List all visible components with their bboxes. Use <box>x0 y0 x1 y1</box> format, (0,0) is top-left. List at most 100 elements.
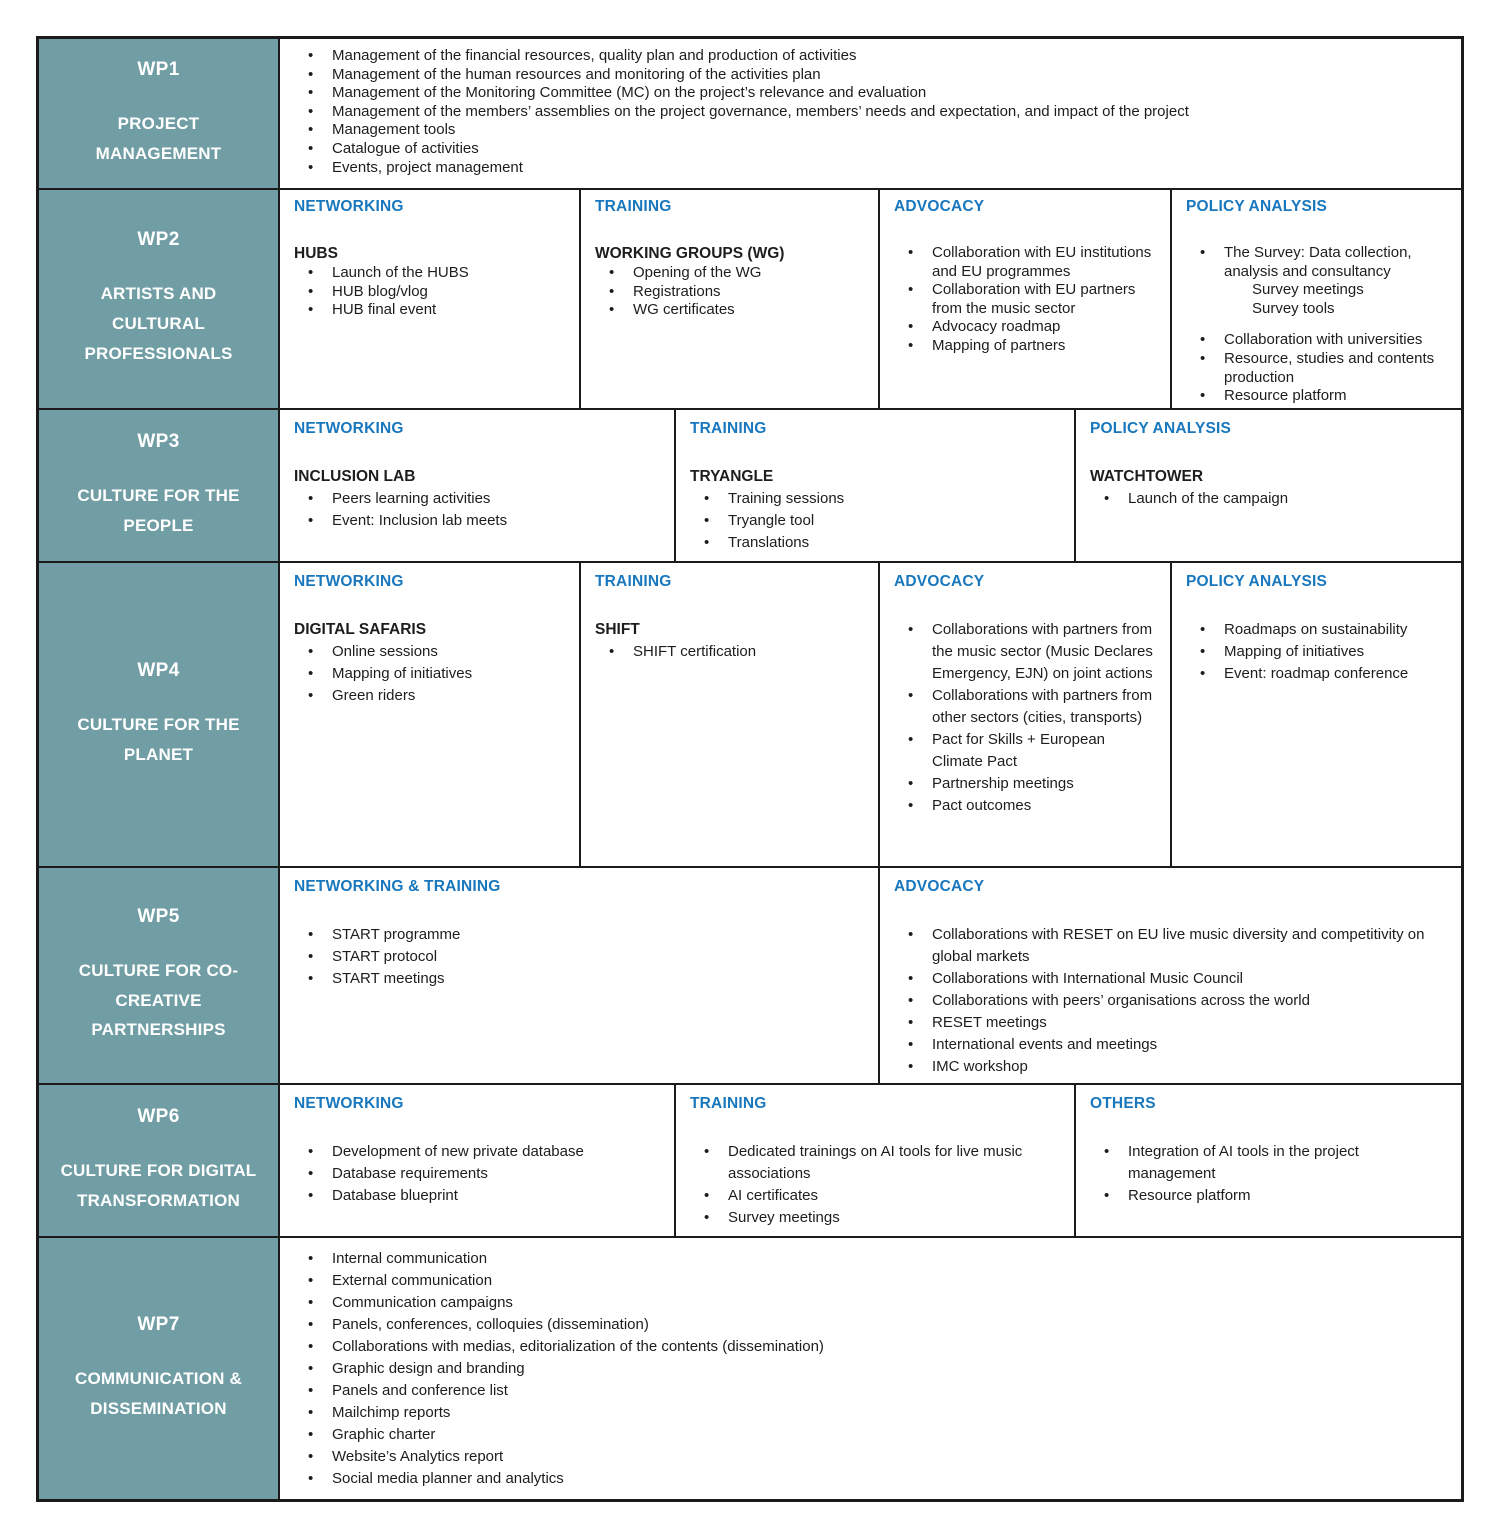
bullet-item: HUB final event <box>292 301 567 320</box>
cell-wp3-training: TRAINING TRYANGLE Training sessionsTryan… <box>676 410 1076 561</box>
bullet-item: Panels, conferences, colloquies (dissemi… <box>292 1314 1449 1336</box>
wp2-label: WP2 ARTISTS AND CULTURAL PROFESSIONALS <box>39 190 280 408</box>
bullet-item: Management of the financial resources, q… <box>292 47 1449 66</box>
bullet-item: Resource platform <box>1184 387 1449 406</box>
bullet-item: Development of new private database <box>292 1141 662 1163</box>
bullet-item: Online sessions <box>292 641 567 663</box>
items-list: Collaboration with EU institutions and E… <box>892 244 1158 356</box>
bullet-item: International events and meetings <box>892 1034 1449 1056</box>
row-wp3: WP3 CULTURE FOR THE PEOPLE NETWORKING IN… <box>39 410 1461 563</box>
cell-wp6-others: OTHERS Integration of AI tools in the pr… <box>1076 1085 1461 1236</box>
bullet-item: Collaborations with International Music … <box>892 968 1449 990</box>
cell-wp7-main: Internal communicationExternal communica… <box>280 1238 1461 1499</box>
cell-subheader: TRYANGLE <box>690 468 774 485</box>
bullet-item: External communication <box>292 1270 1449 1292</box>
category-header: NETWORKING <box>294 420 404 437</box>
bullet-item: Collaborations with partners from other … <box>892 685 1158 729</box>
cell-wp4-training: TRAINING SHIFT SHIFT certification <box>581 563 880 866</box>
category-header: TRAINING <box>595 573 672 590</box>
wp7-label: WP7 COMMUNICATION & DISSEMINATION <box>39 1238 280 1499</box>
wp-title: ARTISTS AND CULTURAL PROFESSIONALS <box>84 284 233 363</box>
bullet-item: Pact outcomes <box>892 795 1158 817</box>
wp-id: WP2 <box>137 229 180 251</box>
bullet-item: Collaboration with EU institutions and E… <box>892 244 1158 281</box>
wp-title: CULTURE FOR THE PLANET <box>77 714 240 764</box>
category-header: TRAINING <box>690 1095 767 1112</box>
category-header: ADVOCACY <box>894 573 985 590</box>
items-list: Training sessionsTryangle toolTranslatio… <box>688 488 1062 554</box>
bullet-item: Management of the human resources and mo… <box>292 66 1449 85</box>
bullet-item: Translations <box>688 532 1062 554</box>
bullet-item: Mapping of initiatives <box>1184 641 1449 663</box>
bullet-item: Management of the members’ assemblies on… <box>292 103 1449 122</box>
category-header: POLICY ANALYSIS <box>1090 420 1232 437</box>
wp-title: CULTURE FOR DIGITAL TRANSFORMATION <box>60 1160 257 1210</box>
bullet-item: Collaboration with EU partners from the … <box>892 281 1158 318</box>
items-list: Peers learning activitiesEvent: Inclusio… <box>292 488 662 532</box>
sub-item: Survey tools <box>1252 299 1335 317</box>
bullet-item: Collaborations with medias, editorializa… <box>292 1336 1449 1358</box>
wp7-cells: Internal communicationExternal communica… <box>280 1238 1461 1499</box>
bullet-item: Mapping of partners <box>892 337 1158 356</box>
bullet-item: SHIFT certification <box>593 641 866 663</box>
bullet-item: Integration of AI tools in the project m… <box>1088 1141 1449 1185</box>
cell-subheader: DIGITAL SAFARIS <box>294 621 427 638</box>
items-list: Collaborations with partners from the mu… <box>892 619 1158 817</box>
bullet-item: Training sessions <box>688 488 1062 510</box>
bullet-item: Management tools <box>292 121 1449 140</box>
wp-id: WP1 <box>137 58 180 80</box>
bullet-item: Graphic charter <box>292 1424 1449 1446</box>
bullet-item: Internal communication <box>292 1248 1449 1270</box>
category-header: POLICY ANALYSIS <box>1186 573 1328 590</box>
bullet-item: Mapping of initiatives <box>292 663 567 685</box>
category-header: OTHERS <box>1090 1095 1156 1112</box>
items-list: START programmeSTART protocolSTART meeti… <box>292 924 866 990</box>
bullet-item: Management of the Monitoring Committee (… <box>292 84 1449 103</box>
row-wp1: WP1 PROJECT MANAGEMENT Management of the… <box>39 39 1461 190</box>
bullet-item: Pact for Skills + European Climate Pact <box>892 729 1158 773</box>
spacer <box>1184 318 1449 331</box>
category-header: NETWORKING <box>294 1095 404 1112</box>
bullet-item: Events, project management <box>292 159 1449 178</box>
bullet-item: Mailchimp reports <box>292 1402 1449 1424</box>
cell-wp6-training: TRAINING Dedicated trainings on AI tools… <box>676 1085 1076 1236</box>
cell-wp2-advocacy: ADVOCACY Collaboration with EU instituti… <box>880 190 1172 408</box>
bullet-item: Partnership meetings <box>892 773 1158 795</box>
cell-wp3-networking: NETWORKING INCLUSION LAB Peers learning … <box>280 410 676 561</box>
cell-wp4-policy-analysis: POLICY ANALYSIS Roadmaps on sustainabili… <box>1172 563 1461 866</box>
category-header: NETWORKING <box>294 573 404 590</box>
category-header: NETWORKING <box>294 198 404 215</box>
cell-wp5-advocacy: ADVOCACY Collaborations with RESET on EU… <box>880 868 1461 1083</box>
cell-wp2-training: TRAINING WORKING GROUPS (WG) Opening of … <box>581 190 880 408</box>
cell-subheader: SHIFT <box>595 621 640 638</box>
bullet-item: Registrations <box>593 283 866 302</box>
wp6-label: WP6 CULTURE FOR DIGITAL TRANSFORMATION <box>39 1085 280 1236</box>
wp-title: PROJECT MANAGEMENT <box>95 113 222 163</box>
row-wp4: WP4 CULTURE FOR THE PLANET NETWORKING DI… <box>39 563 1461 868</box>
bullet-item: START meetings <box>292 968 866 990</box>
bullet-item: Peers learning activities <box>292 488 662 510</box>
wp-title: CULTURE FOR CO-CREATIVE PARTNERSHIPS <box>78 960 239 1040</box>
row-wp7: WP7 COMMUNICATION & DISSEMINATION Intern… <box>39 1238 1461 1499</box>
bullet-item: Opening of the WG <box>593 264 866 283</box>
bullet-item: Panels and conference list <box>292 1380 1449 1402</box>
wp-id: WP7 <box>137 1313 180 1335</box>
bullet-item: Resource, studies and contents productio… <box>1184 350 1449 387</box>
items-list: Roadmaps on sustainabilityMapping of ini… <box>1184 619 1449 685</box>
bullet-item: Launch of the HUBS <box>292 264 567 283</box>
row-wp6: WP6 CULTURE FOR DIGITAL TRANSFORMATION N… <box>39 1085 1461 1238</box>
cell-subheader: WATCHTOWER <box>1090 468 1204 485</box>
wp-title: CULTURE FOR THE PEOPLE <box>77 485 240 535</box>
bullet-item: Dedicated trainings on AI tools for live… <box>688 1141 1062 1185</box>
items-list: Launch of the HUBSHUB blog/vlogHUB final… <box>292 264 567 320</box>
bullet-item: Resource platform <box>1088 1185 1449 1207</box>
bullet-item: RESET meetings <box>892 1012 1449 1034</box>
wp2-cells: NETWORKING HUBS Launch of the HUBSHUB bl… <box>280 190 1461 408</box>
bullet-item: Collaboration with universities <box>1184 331 1449 350</box>
items-list: SHIFT certification <box>593 641 866 663</box>
wp-id: WP3 <box>137 430 180 452</box>
bullet-item: The Survey: Data collection, analysis an… <box>1184 244 1449 281</box>
bullet-item: Tryangle tool <box>688 510 1062 532</box>
items-list: The Survey: Data collection, analysis an… <box>1184 244 1449 406</box>
row-wp5: WP5 CULTURE FOR CO-CREATIVE PARTNERSHIPS… <box>39 868 1461 1085</box>
